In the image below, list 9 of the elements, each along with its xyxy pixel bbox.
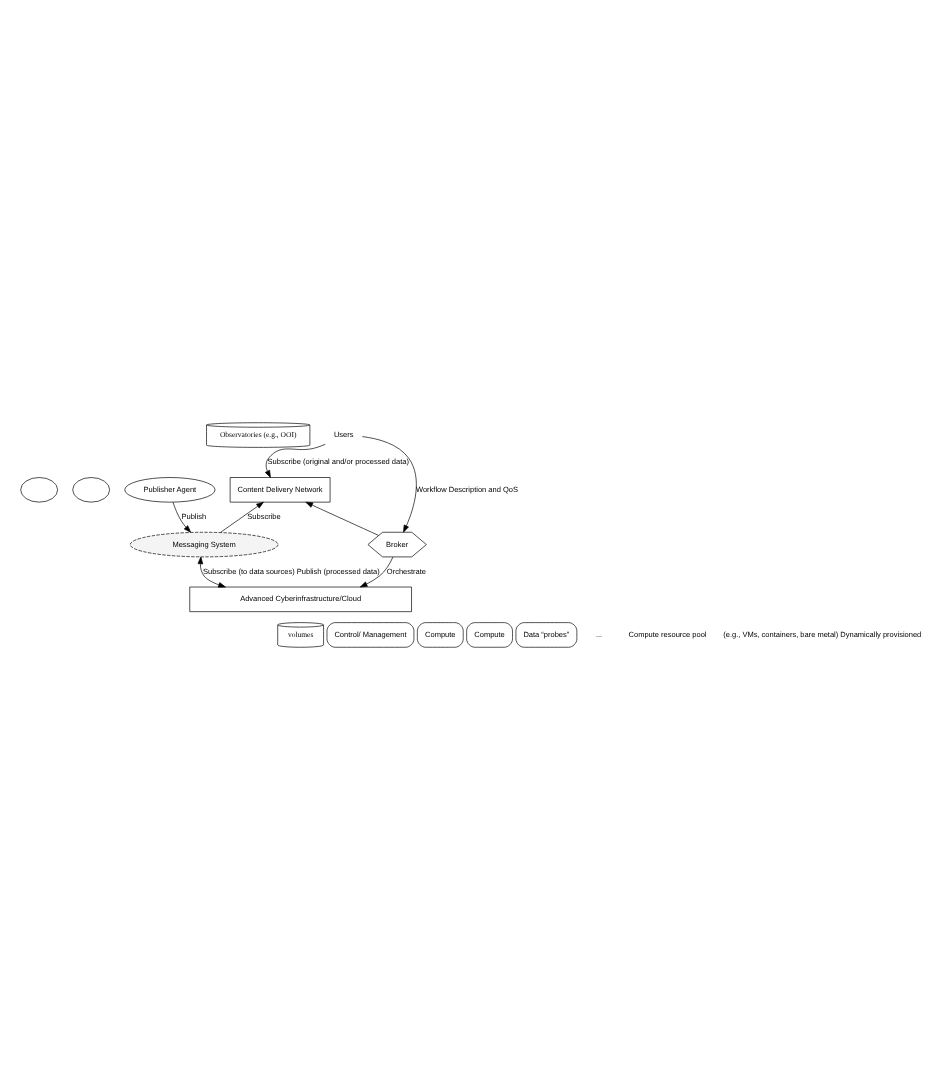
arrow: [305, 501, 379, 536]
arrow: [172, 501, 191, 533]
arrow: [197, 556, 226, 588]
arrow: [264, 444, 326, 478]
arrow: [220, 501, 264, 533]
arrow: [359, 556, 394, 588]
node-ellipse: [20, 477, 58, 503]
arrow: [362, 436, 417, 533]
node-ellipse: [72, 477, 110, 503]
